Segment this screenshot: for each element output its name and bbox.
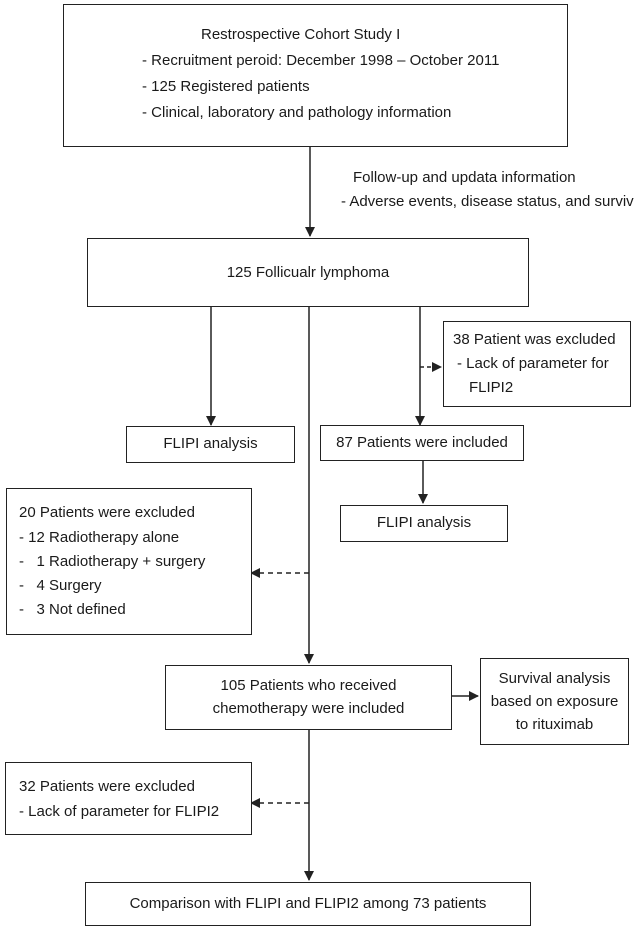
study-line-1: - Recruitment peroid: December 1998 – Oc… xyxy=(142,52,500,69)
included87-text: 87 Patients were included xyxy=(336,434,508,451)
study-line-2: - 125 Registered patients xyxy=(142,78,310,95)
survival-line-1: Survival analysis xyxy=(498,670,611,687)
study-title: Restrospective Cohort Study I xyxy=(201,26,401,43)
excluded20-line-4: - 3 Not defined xyxy=(19,601,126,618)
excluded20-line-2: - 1 Radiotherapy + surgery xyxy=(19,553,206,570)
excluded38-box: 38 Patient was excluded - Lack of parame… xyxy=(443,321,631,407)
comparison-text: Comparison with FLIPI and FLIPI2 among 7… xyxy=(129,895,487,912)
survival-line-3: to rituximab xyxy=(515,716,594,733)
excluded20-title: 20 Patients were excluded xyxy=(19,504,195,521)
fl125-box: 125 Follicualr lymphoma xyxy=(87,238,529,307)
included87-box: 87 Patients were included xyxy=(320,425,524,461)
survival-line-2: based on exposure xyxy=(490,693,619,710)
excluded20-line-3: - 4 Surgery xyxy=(19,577,102,594)
followup-line: - Adverse events, disease status, and su… xyxy=(341,193,634,210)
comparison-box: Comparison with FLIPI and FLIPI2 among 7… xyxy=(85,882,531,926)
excluded32-box: 32 Patients were excluded - Lack of para… xyxy=(5,762,252,835)
followup-title: Follow-up and updata information xyxy=(353,169,576,186)
excluded20-line-1: - 12 Radiotherapy alone xyxy=(19,529,180,546)
fl125-text: 125 Follicualr lymphoma xyxy=(226,264,390,281)
survival-box: Survival analysis based on exposure to r… xyxy=(480,658,629,745)
study-line-3: - Clinical, laboratory and pathology inf… xyxy=(142,104,452,121)
excluded20-box: 20 Patients were excluded - 12 Radiother… xyxy=(6,488,252,635)
chemo105-line-1: 105 Patients who received xyxy=(220,677,397,694)
flipi-analysis-left-box: FLIPI analysis xyxy=(126,426,295,463)
flipi-analysis-left-text: FLIPI analysis xyxy=(163,435,258,452)
flipi-analysis-right-box: FLIPI analysis xyxy=(340,505,508,542)
excluded38-line-1: - Lack of parameter for xyxy=(457,355,609,372)
excluded32-line: - Lack of parameter for FLIPI2 xyxy=(19,803,220,820)
excluded32-title: 32 Patients were excluded xyxy=(19,778,195,795)
study-box: Restrospective Cohort Study I - Recruitm… xyxy=(63,4,568,147)
excluded38-line-2: FLIPI2 xyxy=(469,379,514,396)
flipi-analysis-right-text: FLIPI analysis xyxy=(376,514,472,531)
chemo105-box: 105 Patients who received chemotherapy w… xyxy=(165,665,452,730)
excluded38-title: 38 Patient was excluded xyxy=(453,331,616,348)
chemo105-line-2: chemotherapy were included xyxy=(212,700,405,717)
